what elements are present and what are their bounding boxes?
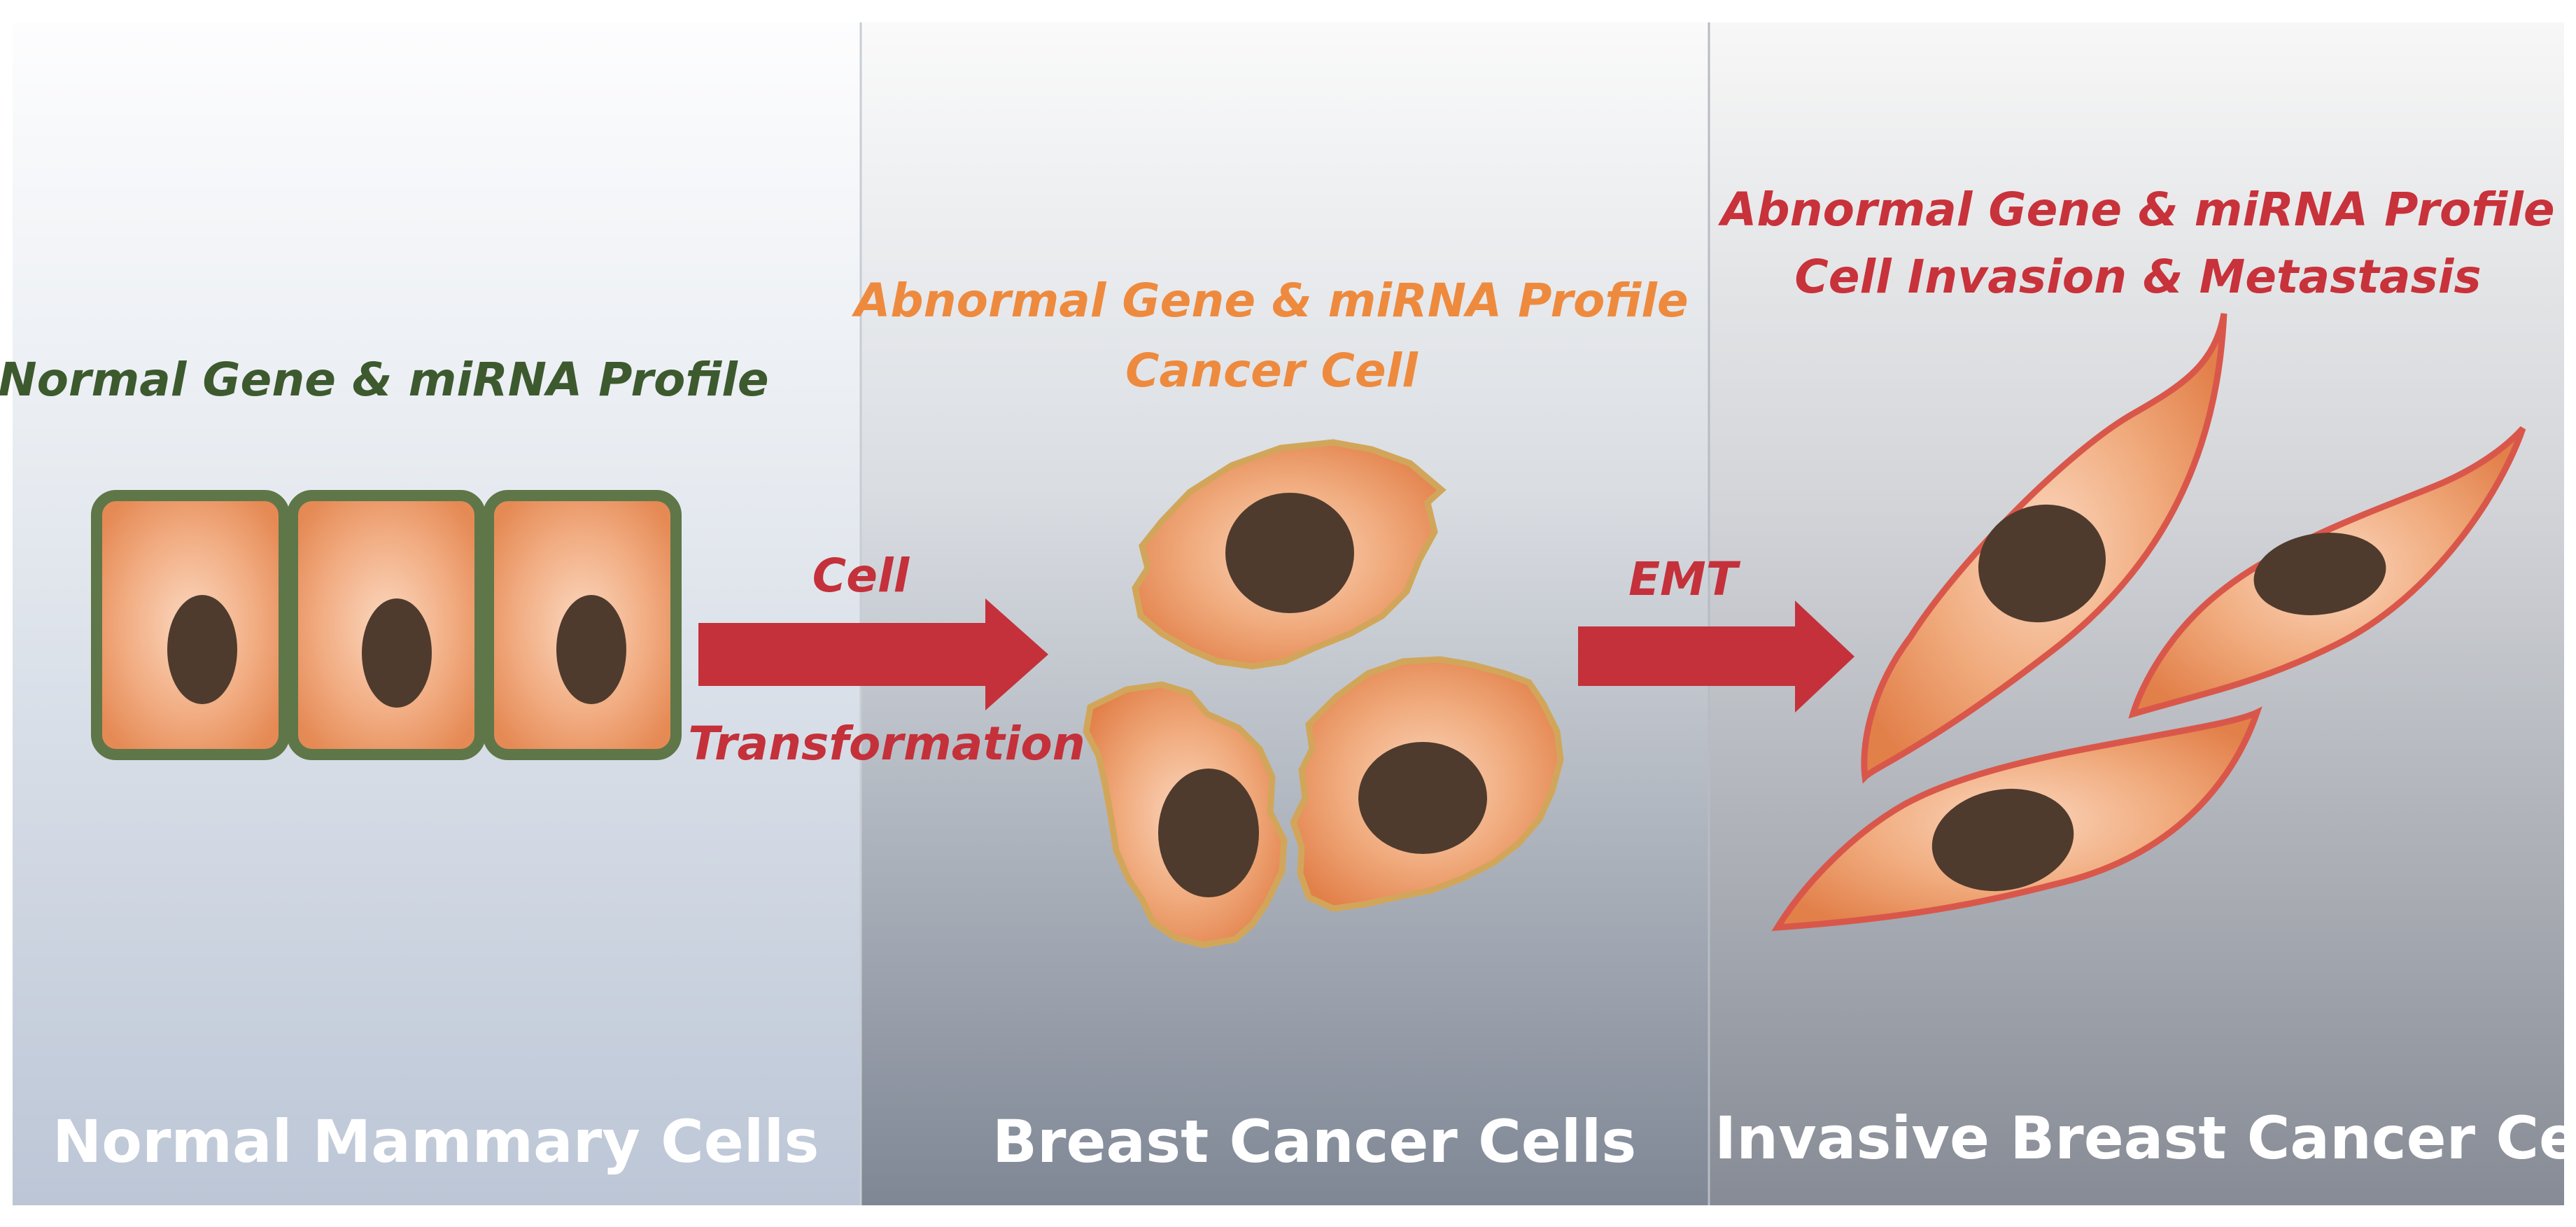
nucleus: [1158, 769, 1259, 897]
emt-arrow: [1578, 601, 1854, 713]
invasive-profile-label: Abnormal Gene & miRNA Profile: [1717, 183, 2554, 237]
nucleus: [1978, 504, 2106, 623]
arrow-label-cell: Cell: [812, 549, 910, 603]
nucleus: [1358, 742, 1487, 854]
panel-invasive-background: [1709, 22, 2564, 1205]
nucleus: [1931, 788, 2074, 892]
nucleus: [362, 598, 432, 708]
nucleus: [2253, 533, 2386, 615]
arrow-label-transformation: Transformation: [688, 717, 1085, 771]
invasion-metastasis-label: Cell Invasion & Metastasis: [1794, 250, 2481, 304]
cancer-profile-label: Abnormal Gene & miRNA Profile: [851, 274, 1688, 328]
cancer-cell-label: Cancer Cell: [1125, 344, 1419, 398]
cell-transformation-arrow: [698, 598, 1048, 710]
panel-caption-cancer: Breast Cancer Cells: [992, 1107, 1636, 1176]
normal-nuclei: [167, 595, 626, 708]
arrow-label-emt: EMT: [1628, 552, 1741, 606]
nucleus: [167, 595, 237, 704]
nucleus: [556, 595, 626, 704]
panel-caption-normal: Normal Mammary Cells: [52, 1107, 819, 1176]
cancer-nuclei: [1158, 493, 1487, 897]
panel-caption-invasive: Invasive Breast Cancer Cells: [1715, 1104, 2576, 1172]
invasive-nuclei: [1931, 504, 2386, 892]
nucleus: [1225, 493, 1354, 613]
normal-profile-label: Normal Gene & miRNA Profile: [0, 353, 769, 407]
